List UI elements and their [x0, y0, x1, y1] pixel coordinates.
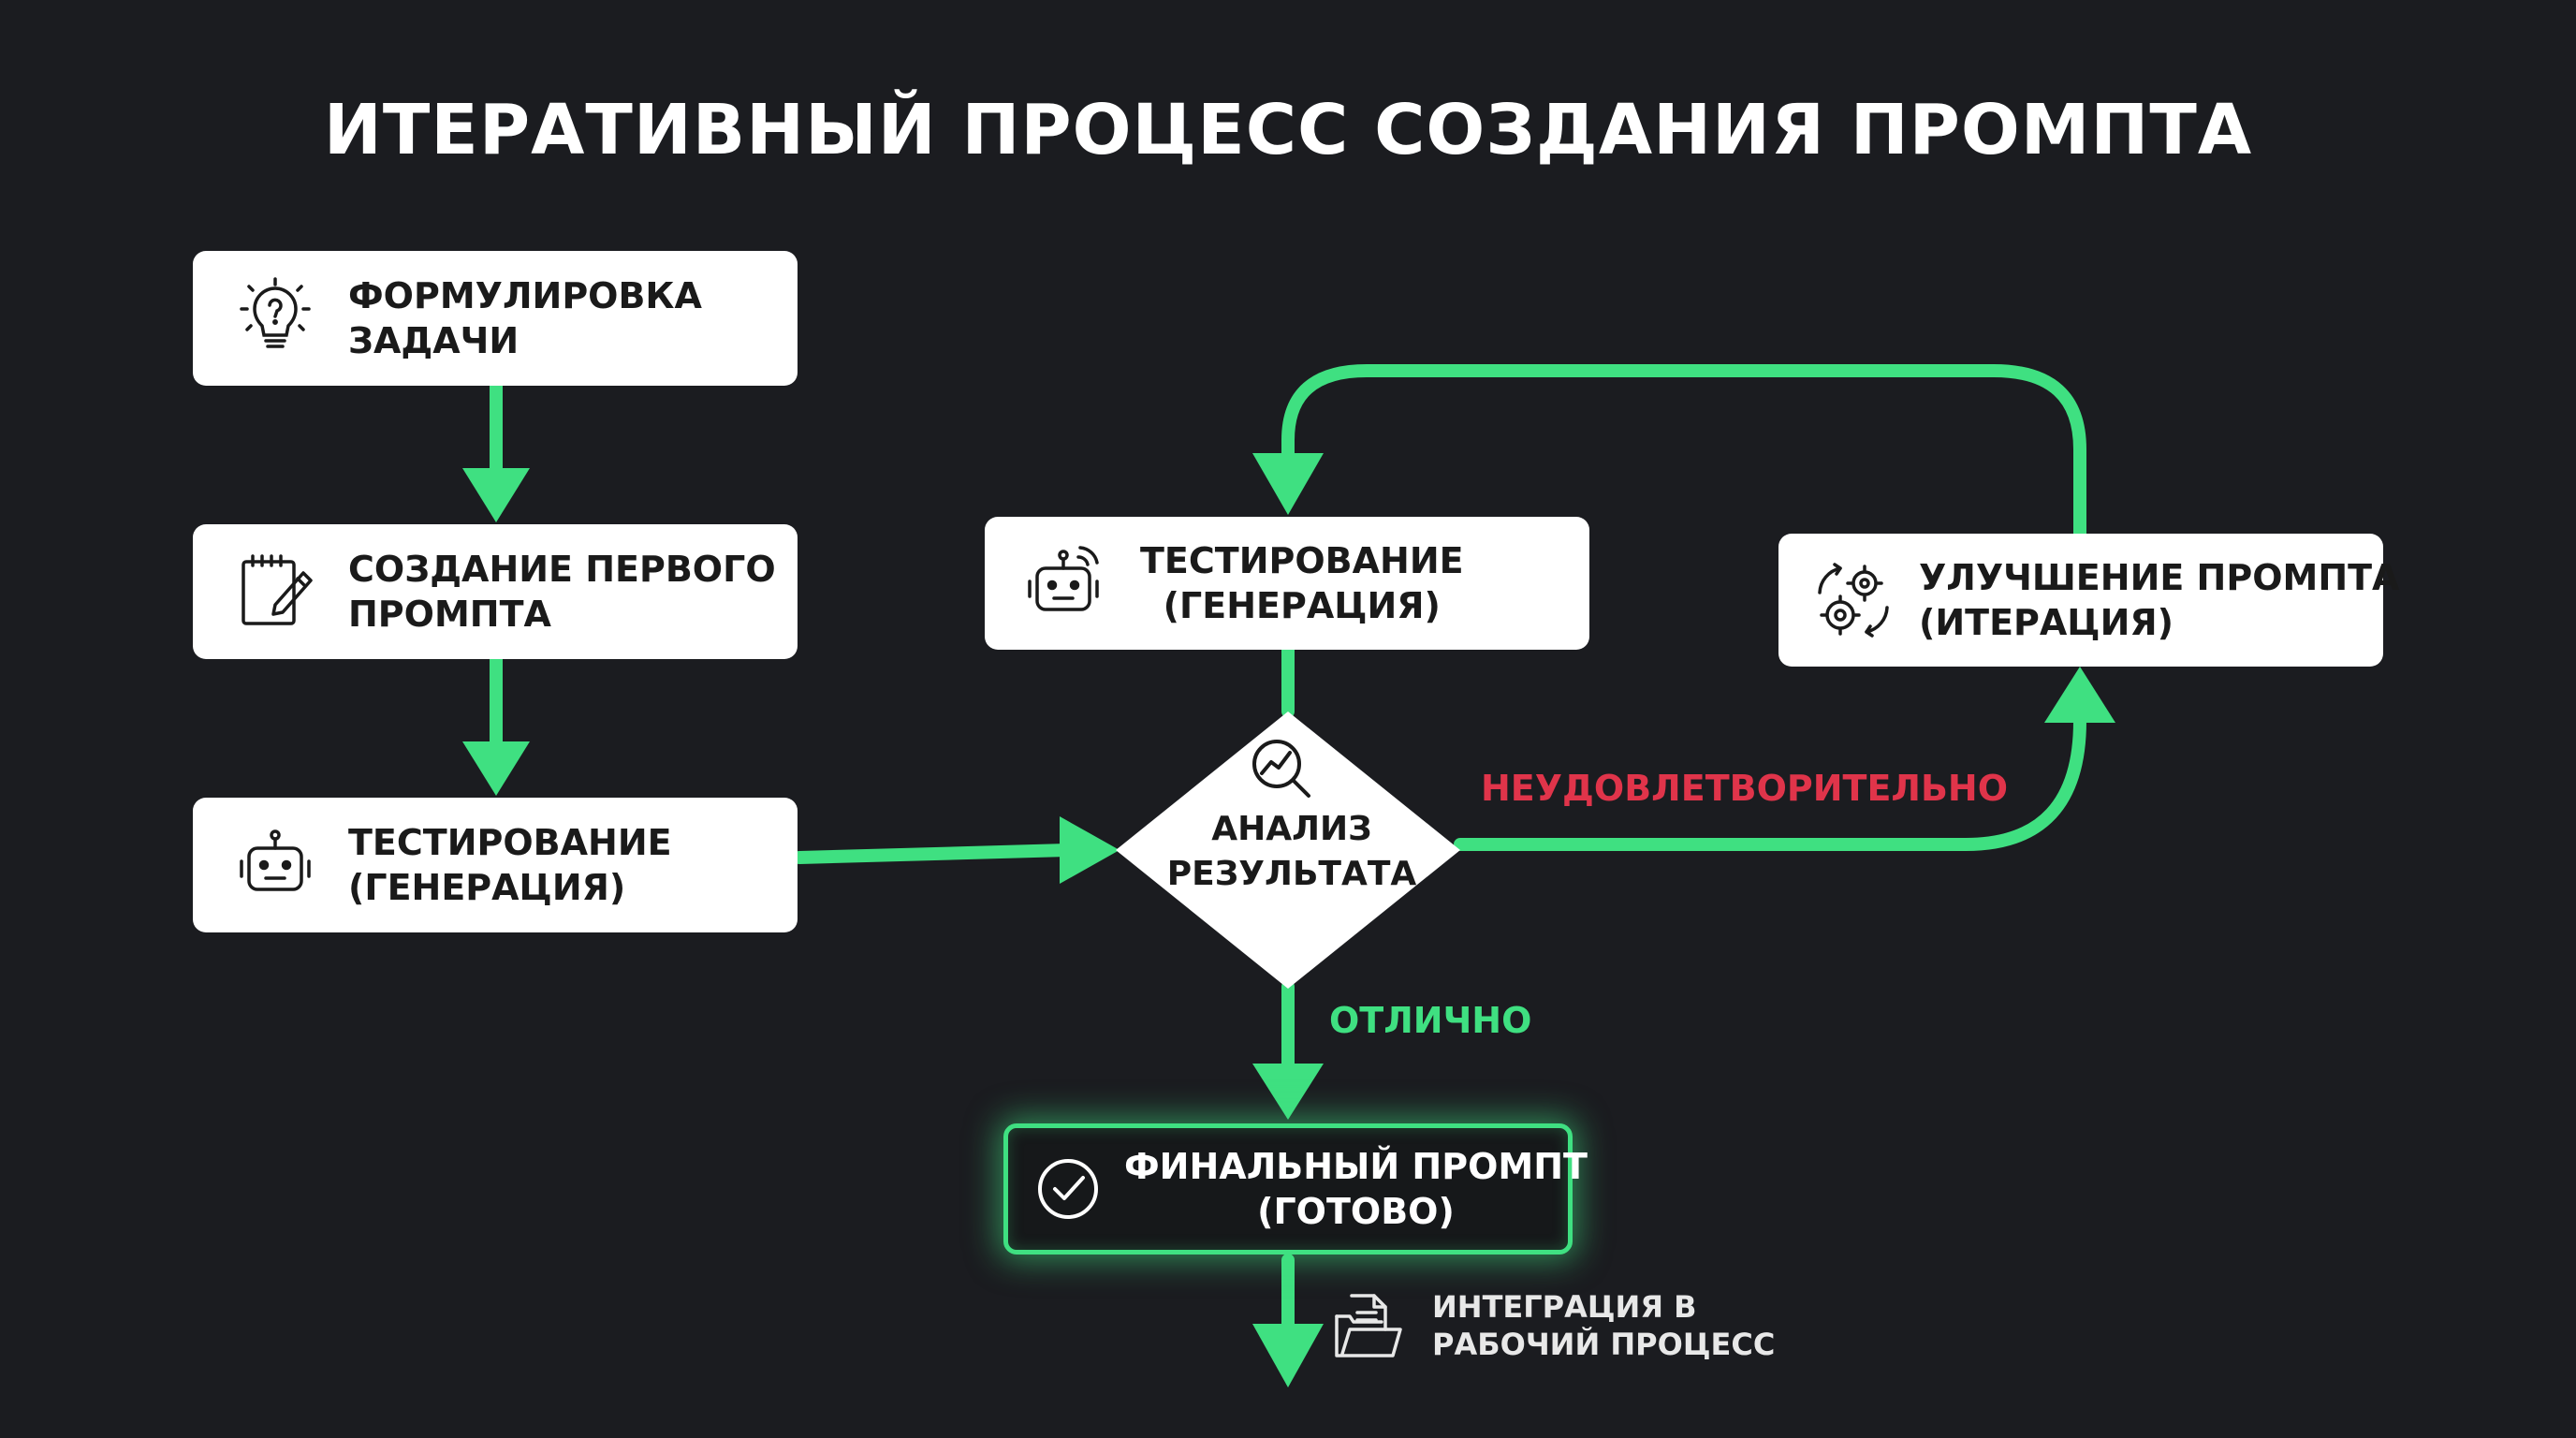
step-testing-loop: ТЕСТИРОВАНИЕ(ГЕНЕРАЦИЯ)	[985, 517, 1589, 650]
arrowhead-test-loop	[1252, 453, 1324, 515]
arrowhead-first	[462, 468, 530, 522]
robot-signal-icon	[1028, 546, 1099, 611]
arrow-analysis-to-improve	[1454, 712, 2086, 851]
page-title: ИТЕРАТИВНЫЙ ПРОЦЕСС СОЗДАНИЯ ПРОМПТА	[323, 90, 2253, 170]
label-unsatisfactory: НЕУДОВЛЕТВОРИТЕЛЬНО	[1481, 768, 2009, 809]
step-label: ФИНАЛЬНЫЙ ПРОМПТ(ГОТОВО)	[1124, 1146, 1588, 1232]
folder-document-icon	[1335, 1294, 1402, 1357]
step-label: ТЕСТИРОВАНИЕ(ГЕНЕРАЦИЯ)	[1140, 540, 1464, 626]
arrow-improve-to-test-loop	[1281, 364, 2086, 540]
gears-cycle-icon	[1818, 563, 1889, 638]
step-improve-prompt: УЛУЧШЕНИЕ ПРОМПТА(ИТЕРАЦИЯ)	[1778, 534, 2399, 667]
step-label: УЛУЧШЕНИЕ ПРОМПТА(ИТЕРАЦИЯ)	[1919, 557, 2400, 643]
magnifier-chart-icon	[1252, 740, 1310, 798]
notepad-pencil-icon	[242, 554, 313, 625]
step-testing-initial: ТЕСТИРОВАНИЕ(ГЕНЕРАЦИЯ)	[193, 798, 798, 932]
arrow-test-to-analysis	[793, 844, 1074, 864]
lightbulb-question-icon	[240, 277, 311, 348]
step-final-prompt: ФИНАЛЬНЫЙ ПРОМПТ(ГОТОВО)	[1003, 1123, 1588, 1255]
arrowhead-final	[1252, 1064, 1324, 1120]
step-label: ТЕСТИРОВАНИЕ(ГЕНЕРАЦИЯ)	[348, 822, 672, 908]
arrowhead-test	[462, 741, 530, 796]
analysis-diamond	[1116, 712, 1460, 989]
label-excellent: ОТЛИЧНО	[1329, 1000, 1532, 1041]
check-circle-icon	[1038, 1159, 1098, 1219]
arrowhead-integration	[1252, 1324, 1324, 1387]
robot-icon	[240, 829, 311, 891]
arrowhead-analysis	[1060, 816, 1120, 884]
arrowhead-improve	[2044, 667, 2115, 723]
